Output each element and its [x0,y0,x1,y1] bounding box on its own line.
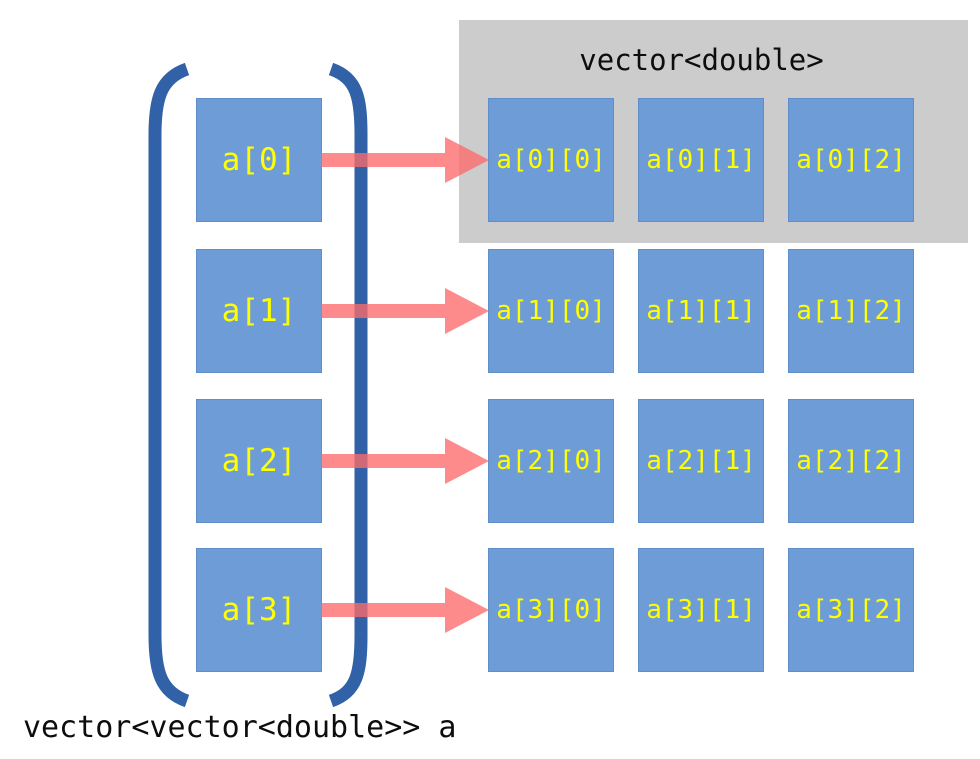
inner-cell-label: a[0][0] [496,145,606,175]
inner-vector-title: vector<double> [579,43,824,77]
inner-cell-label: a[0][2] [796,145,906,175]
outer-cell-label: a[0] [221,142,297,178]
inner-cell-a0-1: a[0][1] [638,98,764,222]
inner-cell-a1-0: a[1][0] [488,249,614,373]
outer-cell-a2: a[2] [196,399,322,523]
arrow-a1-to-row-icon [321,288,489,334]
arrow-head [445,288,489,334]
inner-cell-label: a[3][2] [796,595,906,625]
outer-cell-label: a[1] [221,293,297,329]
arrow-shaft [321,153,445,167]
inner-cell-label: a[1][0] [496,296,606,326]
arrow-a0-to-row-icon [321,137,489,183]
inner-cell-a1-2: a[1][2] [788,249,914,373]
inner-cell-a0-2: a[0][2] [788,98,914,222]
arrow-shaft [321,603,445,617]
outer-cell-label: a[2] [221,443,297,479]
outer-cell-a0: a[0] [196,98,322,222]
inner-cell-a2-0: a[2][0] [488,399,614,523]
inner-cell-a1-1: a[1][1] [638,249,764,373]
arrow-a2-to-row-icon [321,438,489,484]
inner-cell-label: a[3][1] [646,595,756,625]
inner-cell-a0-0: a[0][0] [488,98,614,222]
inner-cell-a3-1: a[3][1] [638,548,764,672]
arrow-shaft [321,454,445,468]
arrow-head [445,137,489,183]
outer-cell-a1: a[1] [196,249,322,373]
outer-cell-label: a[3] [221,592,297,628]
inner-cell-label: a[2][2] [796,446,906,476]
inner-cell-label: a[1][2] [796,296,906,326]
arrow-head [445,587,489,633]
inner-cell-label: a[3][0] [496,595,606,625]
outer-vector-declaration-caption: vector<vector<double>> a [23,710,457,745]
inner-cell-label: a[1][1] [646,296,756,326]
left-parenthesis-icon [148,62,190,708]
inner-cell-label: a[0][1] [646,145,756,175]
outer-cell-a3: a[3] [196,548,322,672]
inner-cell-label: a[2][1] [646,446,756,476]
inner-cell-a2-2: a[2][2] [788,399,914,523]
inner-cell-a3-2: a[3][2] [788,548,914,672]
arrow-a3-to-row-icon [321,587,489,633]
inner-cell-label: a[2][0] [496,446,606,476]
inner-cell-a3-0: a[3][0] [488,548,614,672]
arrow-head [445,438,489,484]
inner-cell-a2-1: a[2][1] [638,399,764,523]
arrow-shaft [321,304,445,318]
